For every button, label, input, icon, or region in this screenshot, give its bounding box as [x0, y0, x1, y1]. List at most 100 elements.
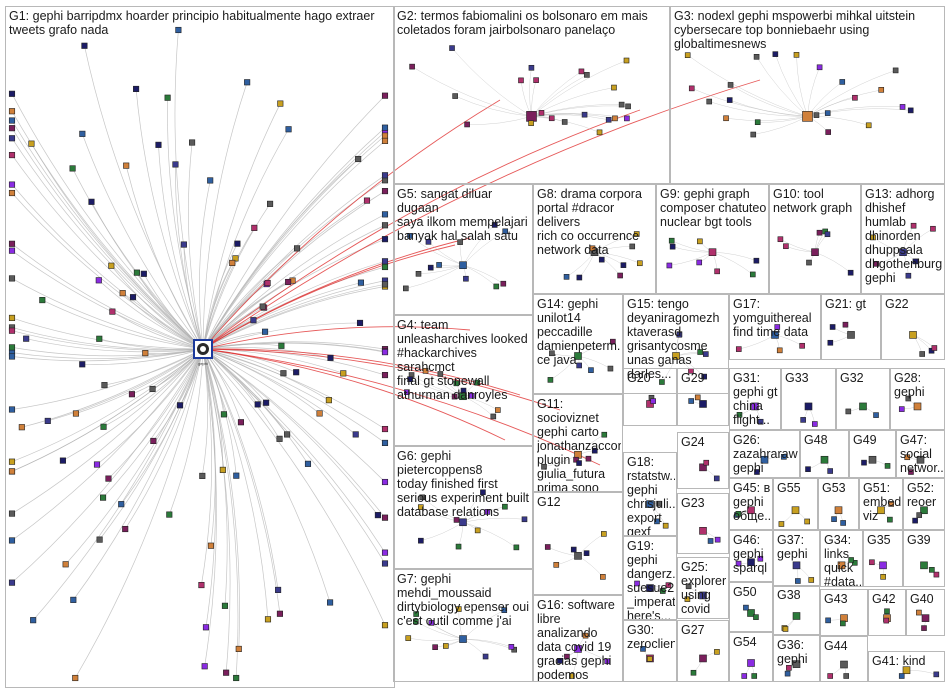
graph-node[interactable]: [751, 402, 759, 411]
graph-node[interactable]: [180, 241, 187, 248]
graph-node[interactable]: [563, 274, 570, 280]
graph-node[interactable]: [459, 635, 467, 643]
graph-node[interactable]: [825, 129, 832, 135]
graph-node[interactable]: [601, 431, 608, 438]
graph-node[interactable]: [381, 92, 389, 99]
graph-node[interactable]: [799, 342, 805, 349]
graph-node[interactable]: [735, 346, 742, 352]
graph-node[interactable]: [166, 511, 173, 518]
graph-node[interactable]: [573, 456, 579, 463]
graph-node[interactable]: [699, 527, 707, 535]
graph-node[interactable]: [357, 279, 365, 286]
graph-node[interactable]: [847, 331, 855, 339]
graph-node[interactable]: [781, 454, 787, 460]
graph-node[interactable]: [840, 520, 846, 526]
graph-node[interactable]: [474, 527, 481, 534]
graph-node[interactable]: [460, 387, 467, 394]
graph-node[interactable]: [8, 108, 16, 115]
graph-node[interactable]: [381, 372, 389, 379]
graph-node[interactable]: [219, 466, 226, 473]
graph-node[interactable]: [806, 259, 812, 266]
graph-node[interactable]: [202, 624, 210, 631]
graph-node[interactable]: [502, 503, 508, 510]
graph-node[interactable]: [469, 392, 475, 399]
graph-node[interactable]: [696, 259, 703, 266]
graph-node[interactable]: [538, 110, 545, 116]
graph-node[interactable]: [870, 234, 876, 241]
graph-node[interactable]: [912, 517, 918, 524]
graph-node[interactable]: [777, 236, 784, 243]
graph-node[interactable]: [697, 238, 703, 245]
graph-node[interactable]: [607, 365, 614, 372]
graph-node[interactable]: [177, 402, 184, 409]
graph-node[interactable]: [576, 274, 583, 281]
graph-node[interactable]: [8, 90, 16, 97]
graph-node[interactable]: [59, 457, 66, 464]
graph-node[interactable]: [88, 198, 95, 205]
graph-node[interactable]: [482, 653, 489, 660]
graph-node[interactable]: [133, 269, 140, 276]
graph-node[interactable]: [549, 350, 555, 357]
graph-node[interactable]: [601, 531, 607, 537]
graph-node[interactable]: [714, 536, 721, 543]
graph-node[interactable]: [201, 663, 208, 670]
graph-node[interactable]: [588, 367, 594, 373]
graph-node[interactable]: [280, 370, 287, 377]
graph-node[interactable]: [916, 455, 925, 464]
graph-node[interactable]: [453, 380, 460, 387]
graph-node[interactable]: [8, 537, 16, 544]
graph-node[interactable]: [381, 211, 389, 218]
graph-node[interactable]: [356, 319, 364, 326]
graph-node[interactable]: [199, 472, 206, 479]
graph-node[interactable]: [8, 152, 16, 159]
graph-node[interactable]: [150, 437, 157, 445]
graph-node[interactable]: [8, 135, 16, 142]
graph-node[interactable]: [122, 525, 129, 533]
graph-node[interactable]: [8, 353, 16, 360]
graph-node[interactable]: [294, 245, 301, 252]
graph-node[interactable]: [834, 506, 843, 515]
graph-node[interactable]: [620, 262, 627, 268]
graph-node[interactable]: [259, 303, 266, 310]
graph-node[interactable]: [223, 669, 230, 676]
graph-node[interactable]: [511, 646, 517, 653]
graph-node[interactable]: [355, 155, 362, 163]
graph-node[interactable]: [528, 64, 535, 71]
graph-node[interactable]: [407, 233, 413, 239]
graph-node[interactable]: [591, 447, 598, 454]
graph-node[interactable]: [570, 546, 577, 553]
graph-node[interactable]: [795, 578, 801, 584]
graph-node[interactable]: [108, 262, 115, 269]
graph-node[interactable]: [381, 172, 389, 179]
graph-node[interactable]: [8, 327, 16, 334]
graph-node[interactable]: [933, 671, 940, 678]
graph-node[interactable]: [229, 259, 236, 266]
graph-node[interactable]: [851, 560, 858, 566]
graph-node[interactable]: [557, 658, 563, 664]
graph-node[interactable]: [662, 522, 669, 529]
graph-node[interactable]: [381, 258, 389, 265]
graph-node[interactable]: [8, 344, 16, 351]
graph-node[interactable]: [879, 561, 887, 570]
graph-node[interactable]: [784, 670, 791, 677]
graph-node[interactable]: [250, 317, 257, 324]
graph-node[interactable]: [805, 466, 811, 472]
graph-node[interactable]: [463, 275, 469, 282]
graph-node[interactable]: [419, 494, 426, 501]
graph-node[interactable]: [792, 561, 801, 570]
graph-node[interactable]: [8, 468, 16, 475]
graph-node[interactable]: [899, 248, 907, 256]
graph-node[interactable]: [381, 349, 389, 356]
graph-node[interactable]: [842, 321, 849, 328]
graph-node[interactable]: [650, 398, 656, 404]
graph-node[interactable]: [8, 117, 16, 124]
graph-node[interactable]: [611, 84, 617, 91]
graph-node[interactable]: [727, 82, 734, 88]
graph-node[interactable]: [133, 85, 140, 93]
graph-node[interactable]: [415, 270, 422, 277]
graph-node[interactable]: [427, 264, 434, 271]
graph-node[interactable]: [930, 225, 936, 232]
graph-node[interactable]: [464, 121, 470, 128]
graph-node[interactable]: [921, 625, 927, 631]
graph-node[interactable]: [437, 371, 444, 377]
